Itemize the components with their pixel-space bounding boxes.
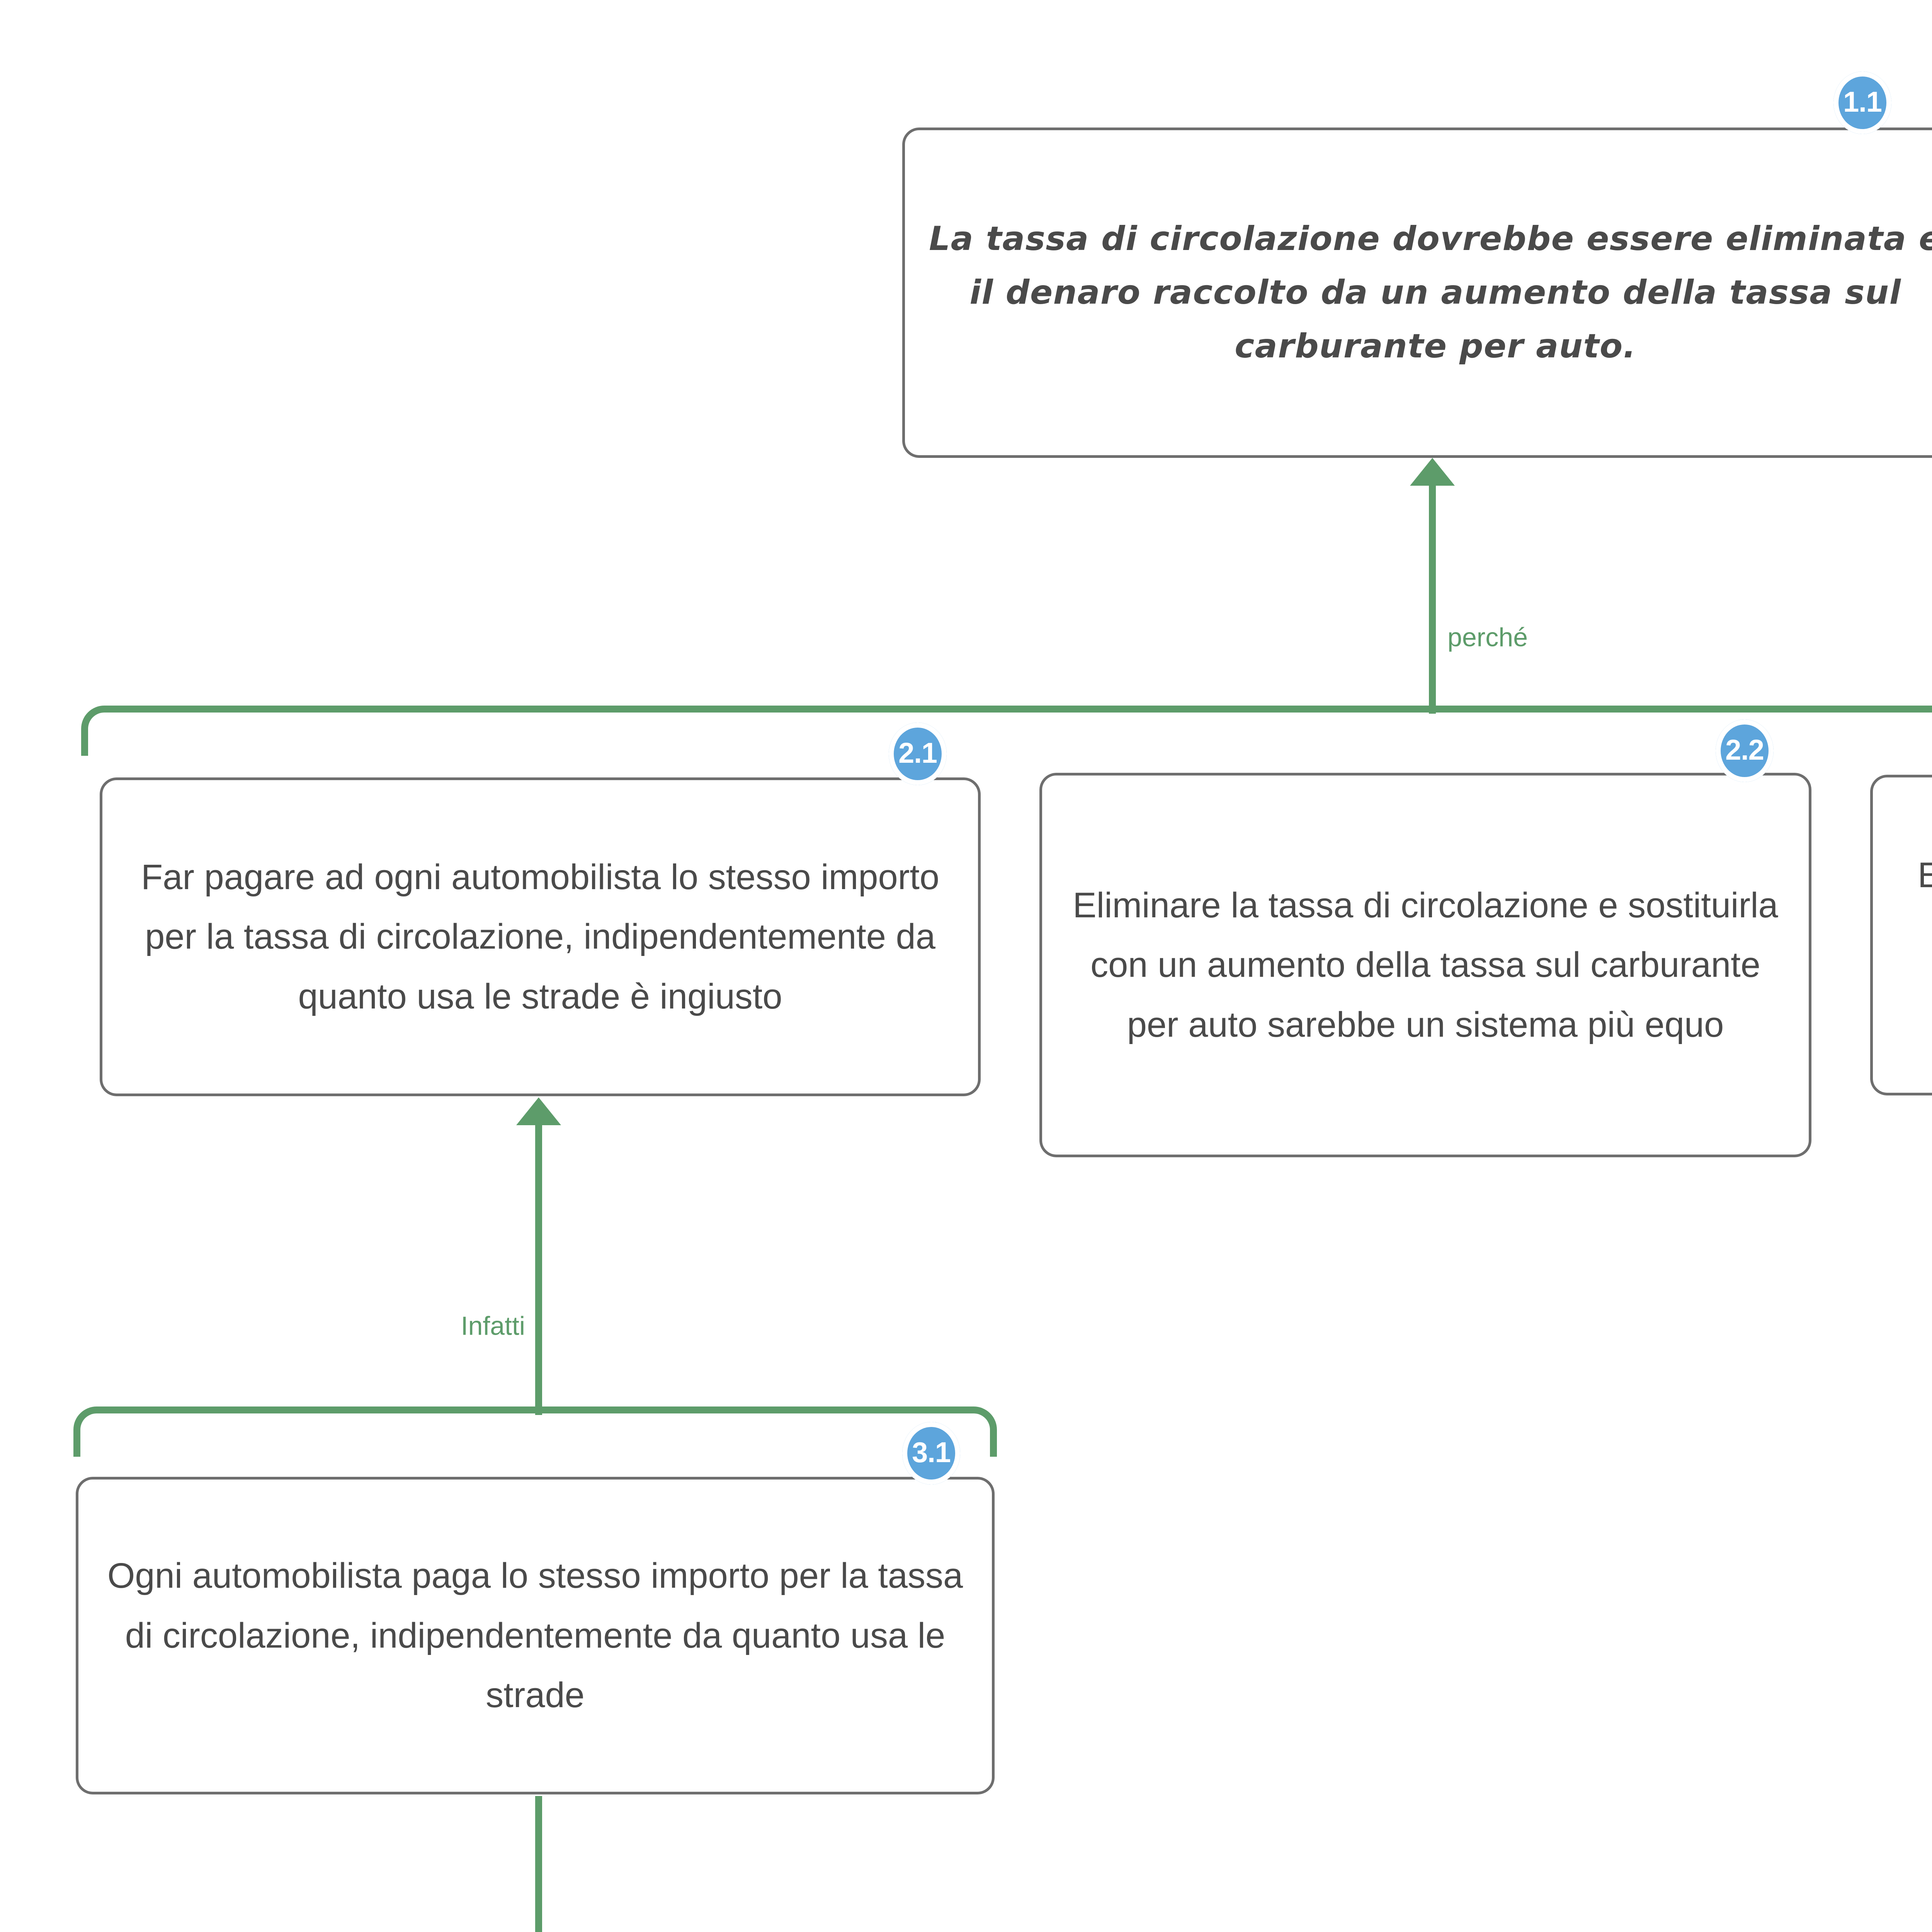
node-badge-2-1[interactable]: 2.1 (889, 723, 947, 785)
node-text-2-2: Eliminare la tassa di circolazione e sos… (1073, 885, 1778, 1044)
node-box-2-1[interactable]: Far pagare ad ogni automobilista lo stes… (100, 777, 981, 1096)
node-badge-2-2[interactable]: 2.2 (1716, 719, 1774, 782)
node-box-2-2[interactable]: Eliminare la tassa di circolazione e sos… (1039, 773, 1811, 1157)
node-box-2-3[interactable]: Eliminare la tassa di circolazione e sos… (1870, 775, 1932, 1095)
node-text-1-1: La tassa di circolazione dovrebbe essere… (929, 219, 1932, 366)
edge-arrowhead-infatti (516, 1097, 561, 1125)
node-badge-1-1[interactable]: 1.1 (1833, 71, 1891, 134)
edge-line-perche (1429, 484, 1436, 714)
edge-label-perche: perché (1441, 623, 1534, 652)
edge-arrowhead-perche (1410, 458, 1455, 486)
edge-line-infatti (535, 1123, 542, 1415)
edge-line-per-esempio (535, 1796, 542, 1932)
edge-label-infatti: Infatti (454, 1311, 531, 1341)
bracket-row-2 (81, 706, 1932, 756)
node-badge-label-2-2: 2.2 (1725, 734, 1764, 766)
node-box-1-1[interactable]: La tassa di circolazione dovrebbe essere… (902, 128, 1932, 458)
node-badge-label-1-1: 1.1 (1843, 86, 1882, 118)
node-text-2-3: Eliminare la tassa di circolazione e sos… (1917, 855, 1932, 895)
node-text-2-1: Far pagare ad ogni automobilista lo stes… (141, 857, 939, 1016)
node-badge-3-1[interactable]: 3.1 (902, 1422, 960, 1485)
bracket-row-3 (73, 1406, 997, 1457)
node-text-3-1: Ogni automobilista paga lo stesso import… (107, 1556, 963, 1715)
node-badge-label-2-1: 2.1 (898, 737, 937, 769)
node-box-3-1[interactable]: Ogni automobilista paga lo stesso import… (76, 1477, 995, 1794)
node-badge-label-3-1: 3.1 (912, 1436, 951, 1468)
